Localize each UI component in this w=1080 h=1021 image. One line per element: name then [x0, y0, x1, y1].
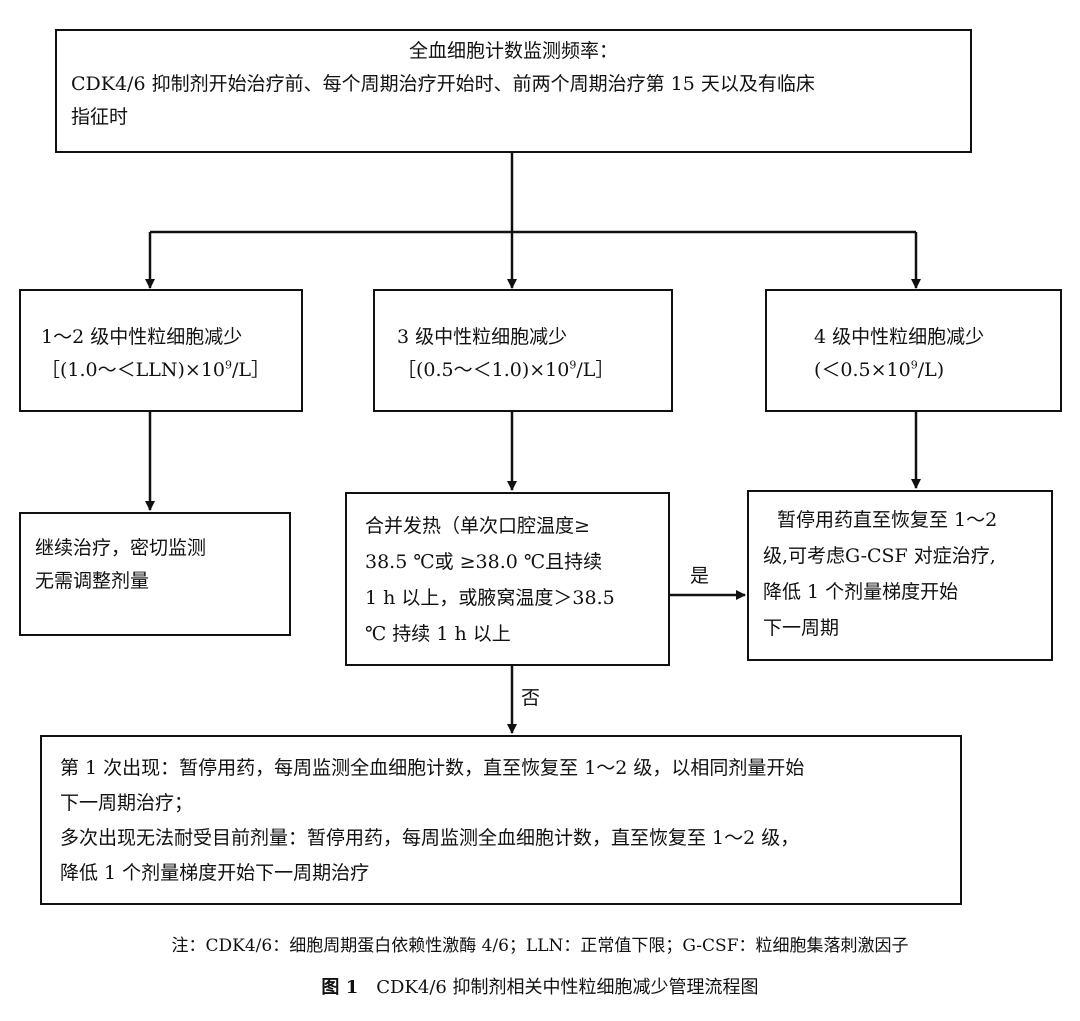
hold-line-3: 降低 1 个剂量梯度开始 — [763, 581, 959, 603]
monitoring-frequency-detail: CDK4/6 抑制剂开始治疗前、每个周期治疗开始时、前两个周期治疗第 15 天以… — [71, 73, 815, 95]
grade-4-title: 4 级中性粒细胞减少 — [814, 326, 985, 348]
repeat-occurrence-text: 多次出现无法耐受目前剂量：暂停用药，每周监测全血细胞计数，直至恢复至 1～2 级… — [60, 827, 800, 849]
monitoring-frequency-box: 全血细胞计数监测频率： CDK4/6 抑制剂开始治疗前、每个周期治疗开始时、前两… — [55, 29, 972, 153]
grade-4-range: (＜0.5×109/L) — [814, 358, 945, 381]
grade-3-box: 3 级中性粒细胞减少 ［(0.5～＜1.0)×109/L］ — [373, 289, 673, 412]
hold-line-2: 级,可考虑G-CSF 对症治疗, — [763, 545, 996, 567]
grade-1-2-title: 1～2 级中性粒细胞减少 — [41, 326, 243, 348]
figure-caption: 图 1 CDK4/6 抑制剂相关中性粒细胞减少管理流程图 — [0, 976, 1080, 1000]
hold-and-reduce-box: 暂停用药直至恢复至 1～2 级,可考虑G-CSF 对症治疗, 降低 1 个剂量梯… — [747, 490, 1053, 661]
figure-title: CDK4/6 抑制剂相关中性粒细胞减少管理流程图 — [376, 977, 759, 998]
monitoring-frequency-title: 全血细胞计数监测频率： — [408, 40, 618, 62]
fever-condition-line-4: ℃ 持续 1 h 以上 — [365, 623, 511, 645]
fever-condition-line-1: 合并发热（单次口腔温度≥ — [365, 515, 590, 537]
fever-condition-line-3: 1 h 以上，或腋窝温度＞38.5 — [365, 587, 615, 609]
repeat-occurrence-text-cont: 降低 1 个剂量梯度开始下一周期治疗 — [60, 862, 370, 884]
first-occurrence-text-cont: 下一周期治疗； — [60, 792, 194, 814]
fever-condition-box: 合并发热（单次口腔温度≥ 38.5 ℃或 ≥38.0 ℃且持续 1 h 以上，或… — [345, 492, 670, 666]
monitoring-frequency-detail-cont: 指征时 — [71, 106, 129, 128]
grade-4-box: 4 级中性粒细胞减少 (＜0.5×109/L) — [765, 289, 1062, 412]
grade-3-range: ［(0.5～＜1.0)×109/L］ — [397, 358, 615, 381]
fever-condition-line-2: 38.5 ℃或 ≥38.0 ℃且持续 — [365, 551, 603, 573]
grade-3-title: 3 级中性粒细胞减少 — [397, 326, 568, 348]
hold-line-1: 暂停用药直至恢复至 1～2 — [777, 509, 998, 531]
occurrence-management-box: 第 1 次出现：暂停用药，每周监测全血细胞计数，直至恢复至 1～2 级，以相同剂… — [40, 735, 962, 905]
continue-treatment-text: 继续治疗，密切监测 — [35, 537, 207, 559]
continue-treatment-box: 继续治疗，密切监测 无需调整剂量 — [19, 512, 291, 636]
hold-line-4: 下一周期 — [763, 617, 840, 639]
no-dose-adjust-text: 无需调整剂量 — [35, 570, 150, 592]
first-occurrence-text: 第 1 次出现：暂停用药，每周监测全血细胞计数，直至恢复至 1～2 级，以相同剂… — [60, 757, 805, 779]
grade-1-2-range: ［(1.0～＜LLN)×109/L］ — [41, 358, 271, 381]
grade-1-2-box: 1～2 级中性粒细胞减少 ［(1.0～＜LLN)×109/L］ — [19, 289, 303, 412]
figure-number: 图 1 — [321, 977, 359, 998]
edge-label-no: 否 — [521, 687, 541, 709]
abbreviation-note: 注：CDK4/6：细胞周期蛋白依赖性激酶 4/6；LLN：正常值下限；G-CSF… — [171, 936, 909, 956]
edge-label-yes: 是 — [690, 565, 710, 587]
